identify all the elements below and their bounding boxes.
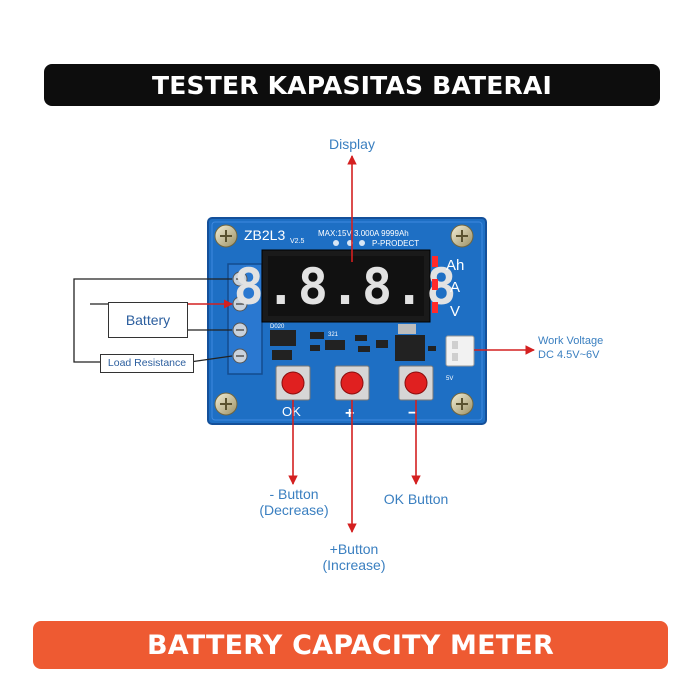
load-resistance-label: Load Resistance [100, 354, 194, 373]
key-plus-label: + [345, 405, 354, 422]
silk-d020: D020 [270, 324, 285, 330]
unit-led-indicators [432, 256, 438, 313]
board-maker: P-PRODECT [372, 239, 419, 248]
minus-key [398, 365, 434, 401]
smd-components [270, 324, 436, 361]
power-connector [445, 335, 475, 367]
unit-v: V [450, 303, 460, 320]
bottom-banner-title: BATTERY CAPACITY METER [146, 629, 555, 661]
seven-segment-display [261, 249, 431, 323]
screw-icon [450, 392, 474, 416]
board-version: V2.5 [290, 238, 305, 245]
battery-label: Battery [108, 302, 188, 338]
silk-5v: 5V [446, 376, 453, 382]
plus-button-callout: +Button (Increase) [322, 541, 386, 573]
unit-a: A [450, 279, 460, 296]
top-banner: TESTER KAPASITAS BATERAI [44, 64, 660, 106]
minus-button-callout: - Button (Decrease) [259, 486, 329, 518]
screw-icon [214, 392, 238, 416]
board-max-rating: MAX:15V 3.000A 9999Ah [318, 229, 409, 238]
screw-terminal-block [227, 263, 263, 375]
top-banner-title: TESTER KAPASITAS BATERAI [151, 70, 553, 100]
screw-icon [450, 224, 474, 248]
board-model: ZB2L3 [244, 227, 285, 243]
ok-key [275, 365, 311, 401]
key-minus-label: − [408, 405, 417, 422]
bottom-banner: BATTERY CAPACITY METER [33, 621, 668, 669]
key-ok-label: OK [282, 404, 301, 419]
screw-icon [214, 224, 238, 248]
silk-321: 321 [328, 332, 339, 338]
display-digits: 8.8.8.8 [234, 258, 459, 316]
ok-button-callout: OK Button [383, 491, 449, 507]
display-callout: Display [329, 136, 375, 152]
work-voltage-callout: Work Voltage DC 4.5V~6V [538, 335, 604, 361]
plus-key [334, 365, 370, 401]
unit-ah: Ah [446, 257, 464, 274]
